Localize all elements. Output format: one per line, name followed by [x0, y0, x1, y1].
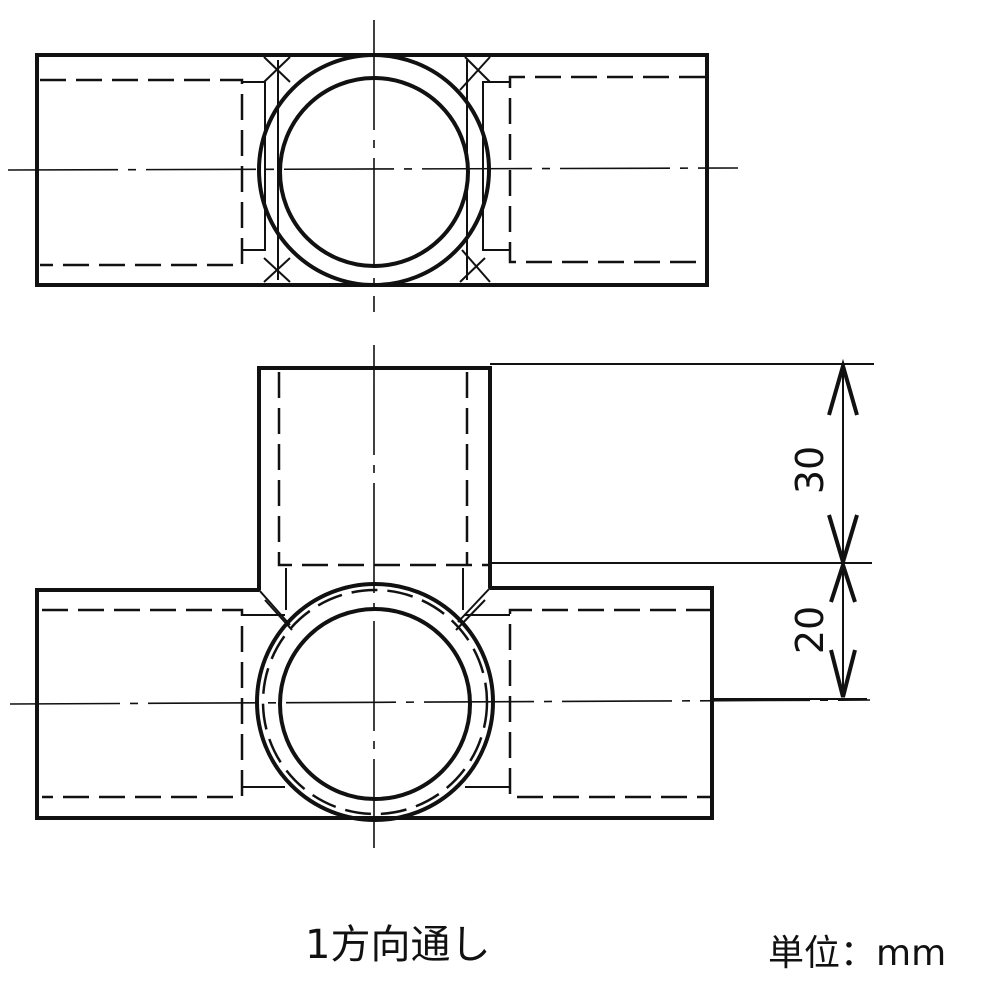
dimension-20-label: 20	[788, 605, 833, 655]
unit-label: 単位：mm	[768, 933, 947, 974]
drawing-caption: 1方向通し	[305, 922, 491, 968]
front-view	[9, 345, 874, 848]
top-view	[7, 20, 739, 312]
dimension-30-label: 30	[788, 445, 833, 495]
